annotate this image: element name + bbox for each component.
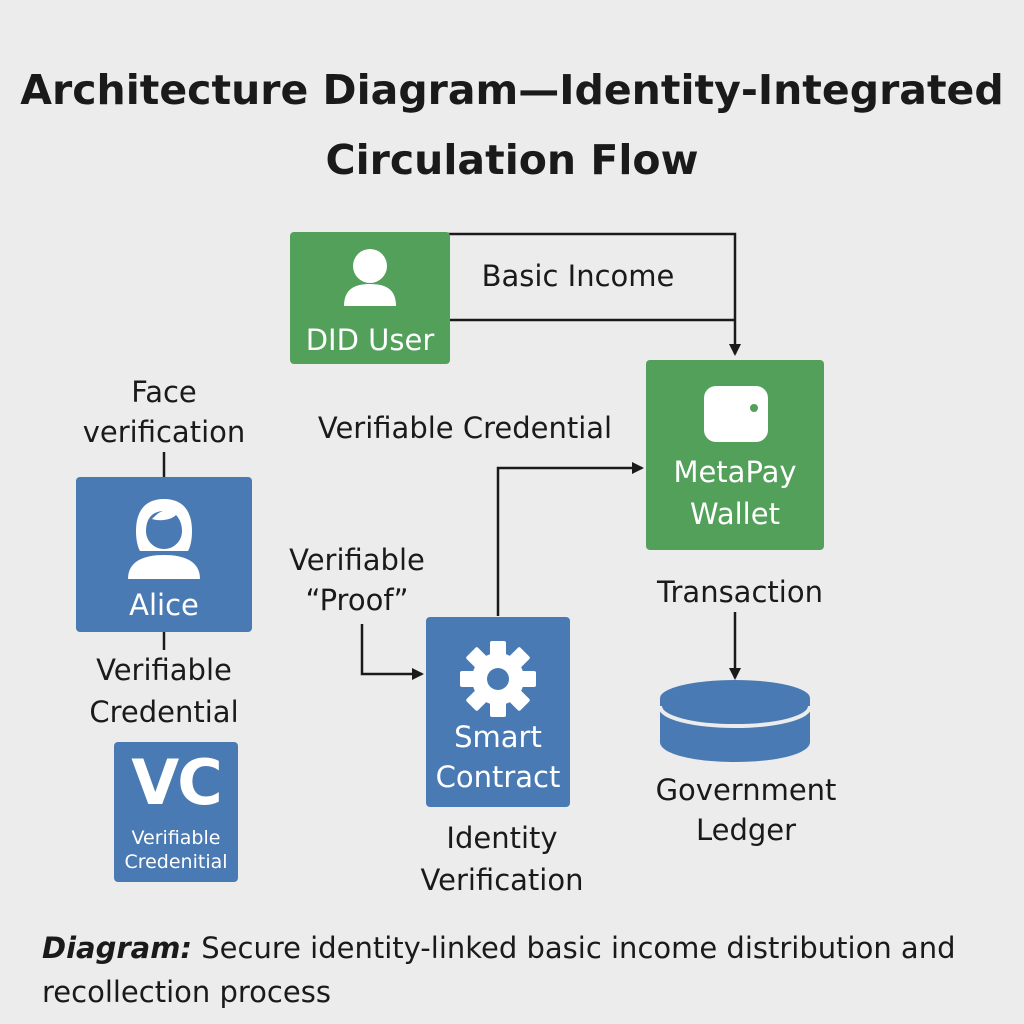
contract-to-wallet-arrow <box>496 462 644 616</box>
face-verification-label-line-2: verification <box>82 415 246 449</box>
ledger-label-line-2: Ledger <box>695 813 797 847</box>
vc-badge-title: VC <box>131 746 222 819</box>
basic-income-arrow <box>448 232 741 356</box>
caption-line-2: recollection process <box>42 975 331 1009</box>
transaction-label: Transaction <box>657 575 823 609</box>
smart-contract-node: Smart Contract <box>426 617 570 807</box>
alice-credential-label-line-2: Credential <box>89 695 239 729</box>
woman-icon <box>128 499 200 579</box>
face-verification-label-line-1: Face <box>131 375 197 409</box>
alice-credential-label-line-1: Verifiable <box>96 653 232 687</box>
proof-to-contract-arrow <box>360 624 424 680</box>
alice-node: Alice <box>76 477 252 632</box>
metapay-label-line-2: Wallet <box>690 497 780 531</box>
title-line-1: Architecture Diagram—Identity-Integrated <box>20 66 1004 114</box>
smart-contract-label-line-1: Smart <box>454 720 542 754</box>
caption-prefix: Diagram: <box>42 931 193 965</box>
database-icon <box>658 680 812 762</box>
metapay-label-line-1: MetaPay <box>673 455 797 489</box>
did-user-label: DID User <box>305 323 435 357</box>
identity-verification-label-line-1: Identity <box>446 821 558 855</box>
gear-icon <box>460 641 536 717</box>
vc-badge-line-1: Verifiable <box>131 827 221 849</box>
alice-label: Alice <box>129 588 199 622</box>
vc-badge: VC Verifiable Credenitial <box>114 742 238 882</box>
wallet-icon <box>704 386 768 442</box>
basic-income-label: Basic Income <box>481 259 675 293</box>
proof-label-line-1: Verifiable <box>289 543 425 577</box>
title-line-2: Circulation Flow <box>325 136 699 184</box>
identity-verification-label-line-2: Verification <box>420 863 584 897</box>
did-user-node: DID User <box>290 232 450 364</box>
caption-line-1: Diagram: Secure identity-linked basic in… <box>42 926 1002 970</box>
vc-badge-line-2: Credenitial <box>124 851 228 873</box>
ledger-label-line-1: Government <box>655 773 837 807</box>
smart-contract-label-line-2: Contract <box>435 760 561 794</box>
user-icon <box>344 249 396 306</box>
metapay-wallet-node: MetaPay Wallet <box>646 360 824 550</box>
caption-text-1: Secure identity-linked basic income dist… <box>192 931 956 965</box>
verifiable-credential-label: Verifiable Credential <box>317 411 613 445</box>
proof-label-line-2: “Proof” <box>305 583 409 617</box>
